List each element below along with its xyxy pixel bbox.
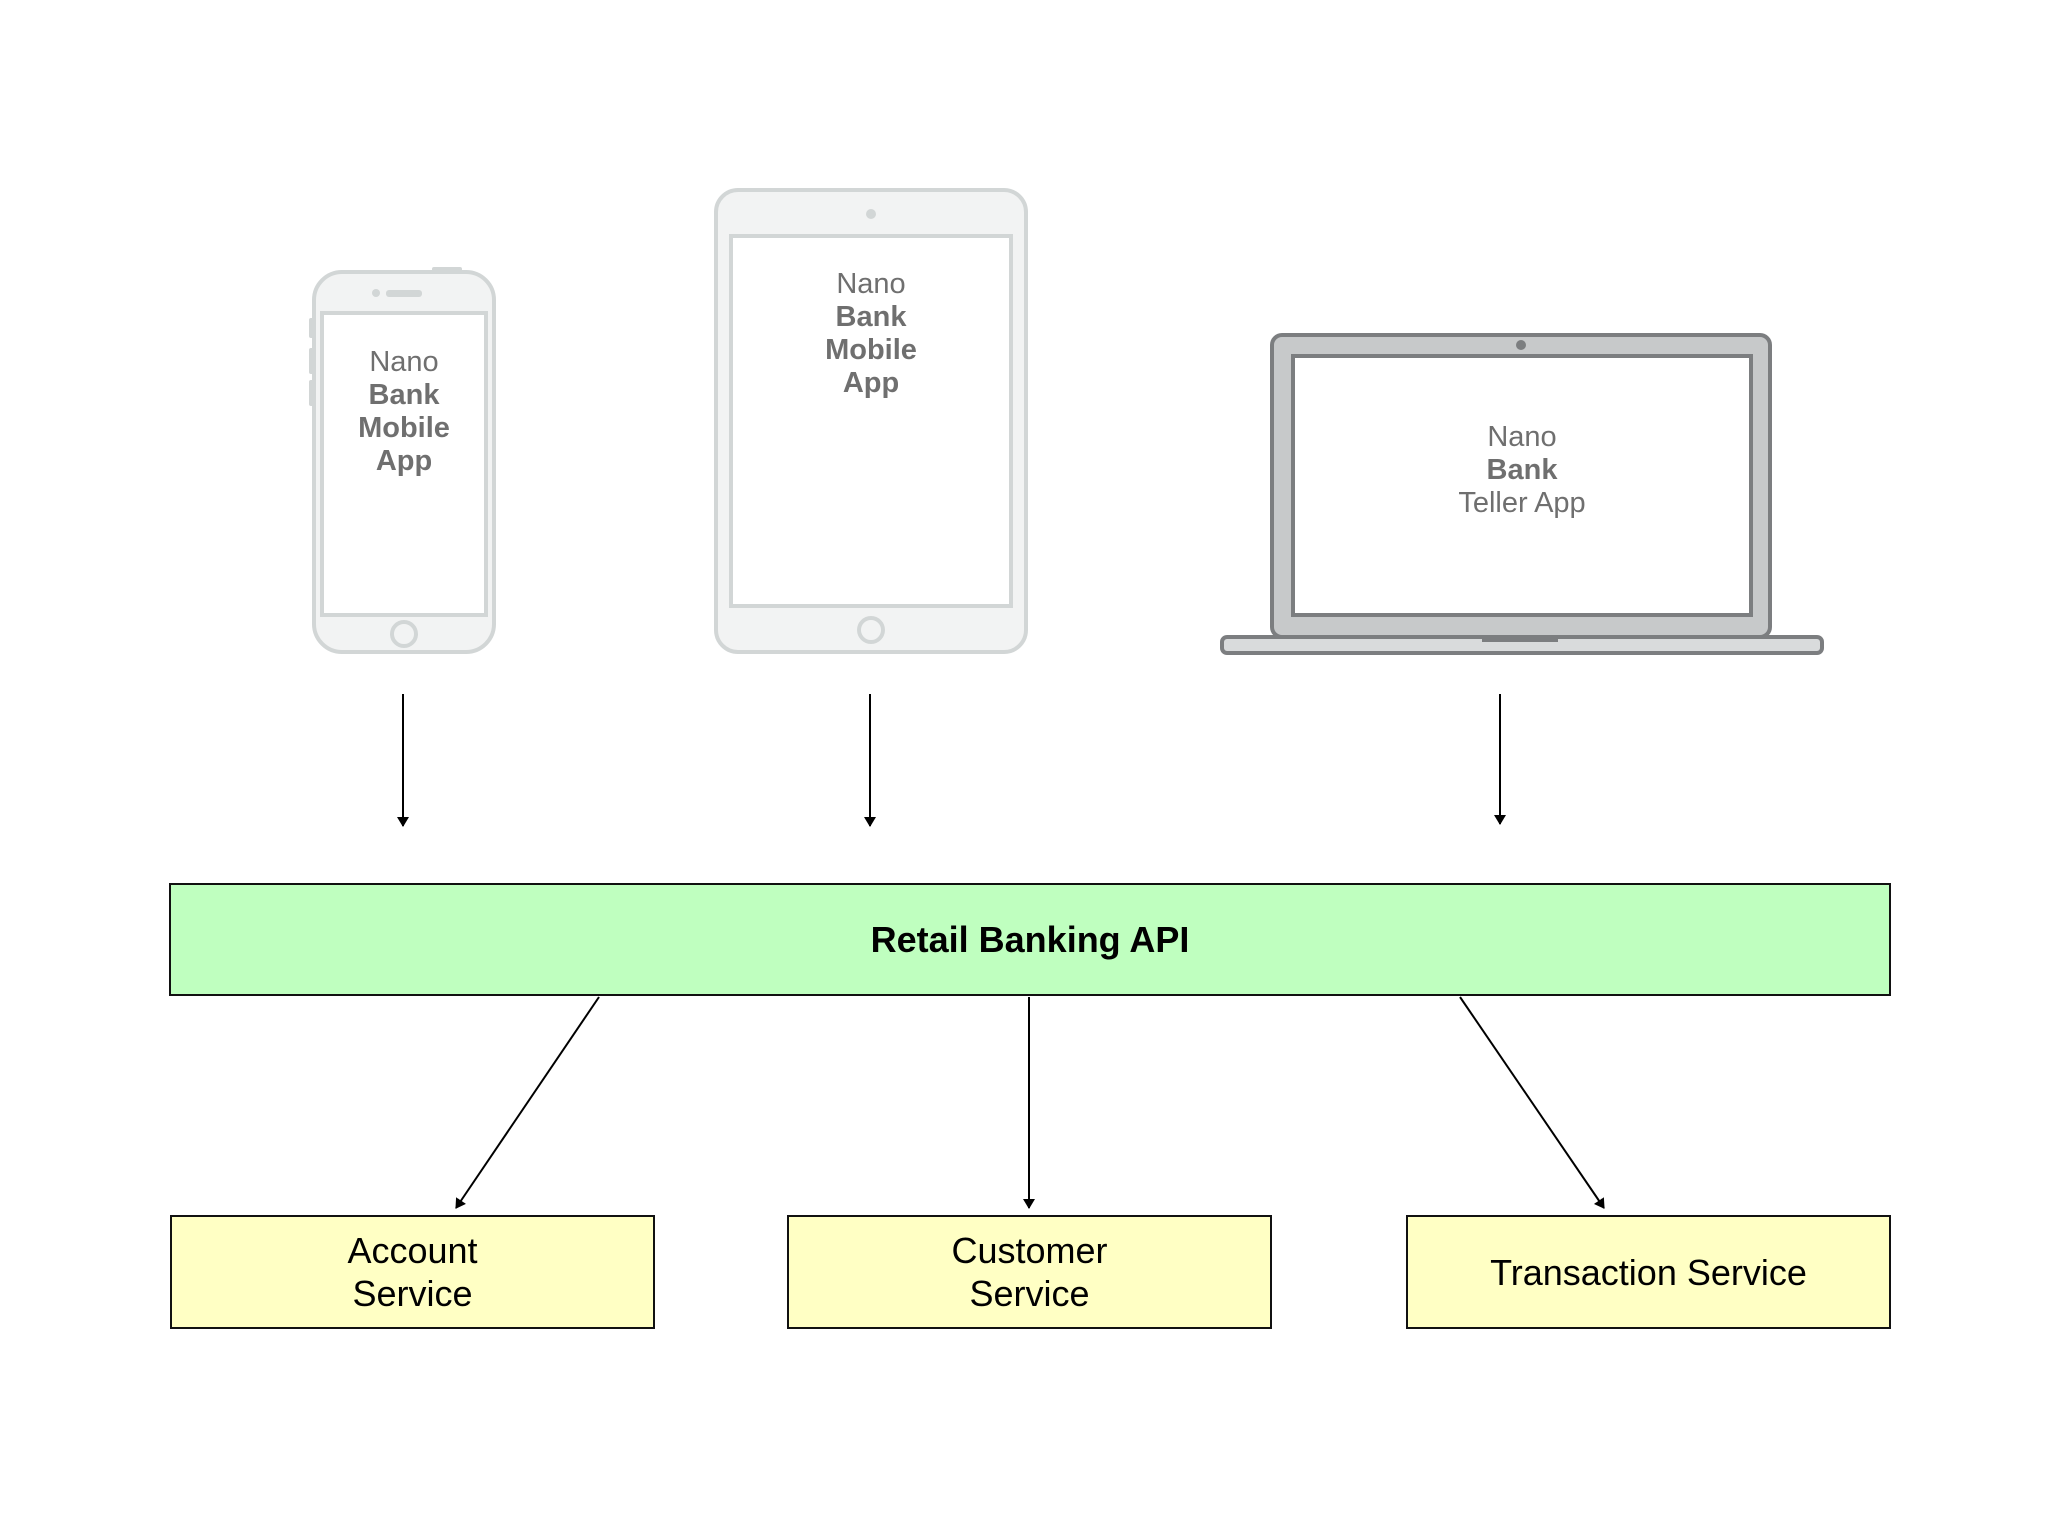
tablet-device-icon [714, 188, 1028, 654]
laptop-label-line2: Bank [1486, 454, 1558, 486]
transaction-service-label: Transaction Service [1490, 1251, 1807, 1293]
arrow-api-to-account [455, 996, 600, 1209]
account-service-box: Account Service [170, 1215, 655, 1329]
phone-device-icon [309, 267, 496, 654]
tablet-label-line2: Bank [835, 301, 907, 333]
phone-label-line4: App [375, 445, 433, 477]
phone-label-line2: Bank [368, 379, 440, 411]
arrow-api-to-transaction [1459, 996, 1605, 1209]
customer-service-box: Customer Service [787, 1215, 1272, 1329]
laptop-label-line3: Teller App [1458, 487, 1586, 519]
retail-banking-api-box: Retail Banking API [169, 883, 1891, 996]
api-label: Retail Banking API [870, 918, 1190, 960]
laptop-device-icon [1220, 333, 1824, 655]
tablet-label-line3: Mobile [825, 334, 917, 366]
tablet-label-line4: App [842, 367, 900, 399]
transaction-service-box: Transaction Service [1406, 1215, 1891, 1329]
laptop-label-line1: Nano [1487, 421, 1557, 453]
customer-service-label: Customer Service [951, 1230, 1108, 1314]
tablet-app-label: Nano Bank Mobile App [731, 268, 1011, 400]
phone-label-line1: Nano [369, 346, 439, 378]
account-service-label: Account Service [347, 1230, 478, 1314]
laptop-app-label: Nano Bank Teller App [1293, 421, 1751, 520]
phone-app-label: Nano Bank Mobile App [322, 346, 486, 478]
tablet-label-line1: Nano [836, 268, 906, 300]
phone-label-line3: Mobile [358, 412, 450, 444]
